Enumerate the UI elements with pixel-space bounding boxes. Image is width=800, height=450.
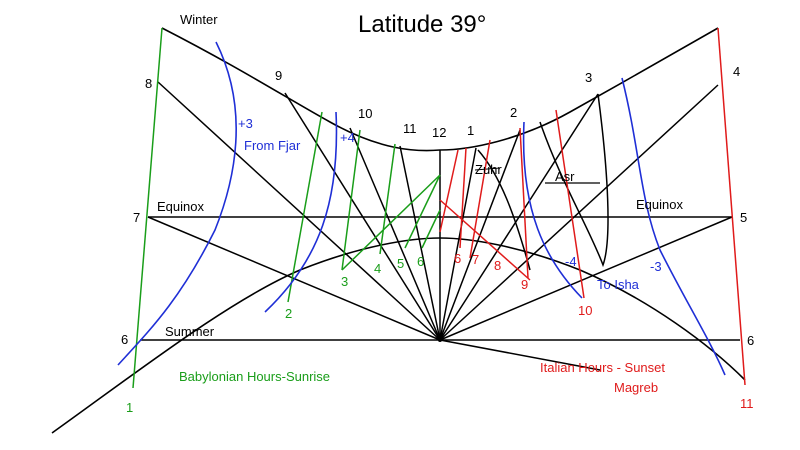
- babylonian-line-2: [287, 111, 323, 303]
- winter-solstice-curve: [161, 27, 719, 152]
- babylonian-label-5: 5: [397, 256, 404, 271]
- fajr-plus4-label: +4: [340, 130, 355, 145]
- hour-line-9: [284, 92, 441, 341]
- summer-solstice-curve: [51, 237, 746, 434]
- babylonian-label-3: 3: [341, 274, 348, 289]
- italian-label-9: 9: [521, 277, 528, 292]
- hour-label-2: 2: [510, 105, 517, 120]
- italian-link-a: [439, 199, 531, 281]
- hour-line-8: [157, 81, 441, 341]
- babylonian-link-a: [341, 174, 441, 271]
- prayer-twilight-curves: [117, 41, 726, 376]
- hour-line-10: [349, 127, 441, 341]
- hour-line-1: [439, 147, 477, 341]
- hour-label-8: 8: [145, 76, 152, 91]
- equinox-label-left: Equinox: [157, 199, 204, 214]
- isha-minus4-label: -4: [565, 254, 577, 269]
- hour-label-9: 9: [275, 68, 282, 83]
- asr-label: Asr: [555, 169, 575, 184]
- hour-label-4: 4: [733, 64, 740, 79]
- hour-label-12: 12: [432, 125, 446, 140]
- babylonian-label-1: 1: [126, 400, 133, 415]
- babylonian-label-6: 6: [417, 254, 424, 269]
- babylonian-line-4: [379, 143, 396, 255]
- babylonian-label-4: 4: [374, 261, 381, 276]
- from-fajr-label: From Fjar: [244, 138, 301, 153]
- italian-numerals: 6 7 8 9 10 11: [454, 251, 754, 411]
- hour-label-6-right: 6: [747, 333, 754, 348]
- hour-numerals: 8 9 10 11 12 1 2 3 4 7 5 6 6: [121, 64, 754, 348]
- zuhr-curve: [477, 149, 531, 271]
- italian-label-7: 7: [472, 252, 479, 267]
- italian-caption: Italian Hours - Sunset: [540, 360, 665, 375]
- italian-line-7: [459, 147, 467, 249]
- isha-minus3-curve: [621, 77, 726, 376]
- babylonian-line-1: [132, 27, 163, 389]
- babylonian-line-3: [341, 129, 361, 271]
- winter-label: Winter: [180, 12, 218, 27]
- diagram-title: Latitude 39°: [358, 11, 486, 38]
- fajr-plus4-curve: [264, 111, 338, 313]
- hour-label-1: 1: [467, 123, 474, 138]
- babylonian-hour-lines: [132, 27, 441, 389]
- hour-label-6-left: 6: [121, 332, 128, 347]
- summer-label: Summer: [165, 324, 215, 339]
- magreb-caption: Magreb: [614, 380, 658, 395]
- babylonian-caption: Babylonian Hours-Sunrise: [179, 369, 330, 384]
- hour-label-7: 7: [133, 210, 140, 225]
- hour-line-3: [439, 93, 599, 341]
- italian-label-6: 6: [454, 251, 461, 266]
- isha-minus4-curve: [522, 121, 583, 299]
- italian-line-11: [717, 27, 746, 386]
- asr-curve: [539, 93, 609, 268]
- hour-label-10: 10: [358, 106, 372, 121]
- hour-line-11: [399, 145, 441, 341]
- fajr-plus3-label: +3: [238, 116, 253, 131]
- fajr-plus3-curve: [117, 41, 237, 366]
- italian-label-10: 10: [578, 303, 592, 318]
- babylonian-numerals: 1 2 3 4 5 6: [126, 254, 424, 415]
- zuhr-label: Zuhr: [475, 162, 502, 177]
- italian-line-6: [439, 149, 459, 233]
- italian-line-9: [519, 127, 529, 279]
- italian-hour-lines: [439, 27, 746, 386]
- babylonian-line-5: [404, 174, 441, 249]
- hour-label-5: 5: [740, 210, 747, 225]
- hour-label-11: 11: [403, 121, 417, 136]
- equinox-label-right: Equinox: [636, 197, 683, 212]
- babylonian-line-6: [421, 209, 441, 249]
- hour-line-5: [439, 216, 733, 341]
- isha-minus3-label: -3: [650, 259, 662, 274]
- italian-line-8: [469, 139, 491, 259]
- zuhr-pointer: [474, 167, 501, 171]
- italian-label-8: 8: [494, 258, 501, 273]
- babylonian-label-2: 2: [285, 306, 292, 321]
- to-isha-label: To Isha: [597, 277, 640, 292]
- gnomon-foot: [438, 338, 442, 342]
- italian-line-10: [555, 109, 585, 299]
- hour-label-3: 3: [585, 70, 592, 85]
- hour-line-6-right: [439, 339, 601, 371]
- italian-label-11: 11: [740, 396, 754, 411]
